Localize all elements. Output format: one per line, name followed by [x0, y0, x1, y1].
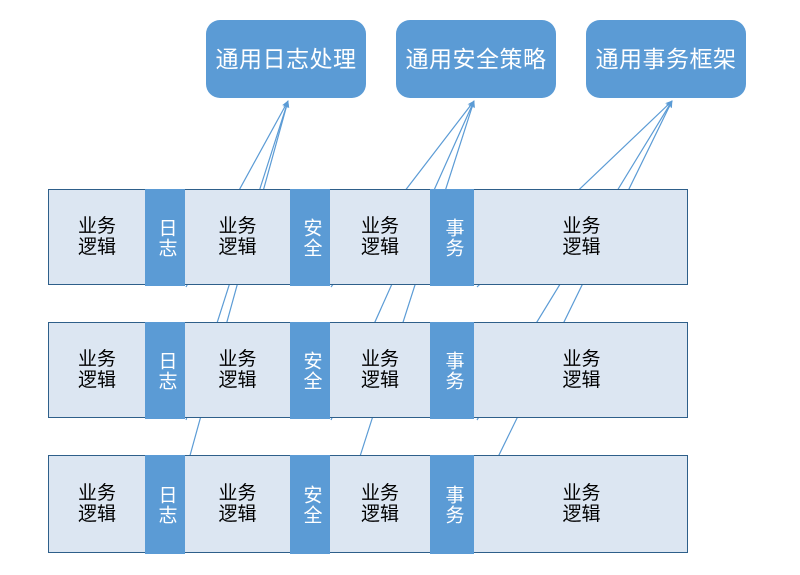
service-layer-row-2[interactable]: 业务 逻辑日志业务 逻辑安全业务 逻辑事务业务 逻辑: [48, 322, 688, 419]
concern-block-security-3[interactable]: 安全: [290, 455, 330, 554]
concern-block-transaction-1[interactable]: 事务: [430, 189, 474, 286]
connector-lines: [185, 100, 673, 501]
concern-block-logging-3[interactable]: 日志: [145, 455, 185, 554]
business-logic-block: 业务 逻辑: [360, 348, 399, 391]
concern-block-transaction-2[interactable]: 事务: [430, 322, 474, 419]
business-logic-block: 业务 逻辑: [218, 348, 257, 391]
business-logic-block: 业务 逻辑: [562, 482, 601, 525]
concern-block-logging-2[interactable]: 日志: [145, 322, 185, 419]
concern-block-transaction-3[interactable]: 事务: [430, 455, 474, 554]
business-logic-block: 业务 逻辑: [77, 348, 116, 391]
aspect-box-label: 通用安全策略: [405, 45, 547, 72]
business-logic-block: 业务 逻辑: [218, 482, 257, 525]
aspect-box-label: 通用事务框架: [595, 45, 737, 72]
aspect-box-transaction[interactable]: 通用事务框架: [586, 20, 746, 98]
aspect-box-logging[interactable]: 通用日志处理: [206, 20, 366, 98]
business-logic-block: 业务 逻辑: [77, 215, 116, 258]
concern-block-security-1[interactable]: 安全: [290, 189, 330, 286]
business-logic-block: 业务 逻辑: [562, 215, 601, 258]
service-layer-row-3[interactable]: 业务 逻辑日志业务 逻辑安全业务 逻辑事务业务 逻辑: [48, 455, 688, 554]
connector-conn-txn-3: [476, 100, 673, 501]
business-logic-block: 业务 逻辑: [360, 215, 399, 258]
business-logic-block: 业务 逻辑: [218, 215, 257, 258]
aspect-box-label: 通用日志处理: [215, 45, 357, 72]
aspect-box-security[interactable]: 通用安全策略: [396, 20, 556, 98]
business-logic-block: 业务 逻辑: [77, 482, 116, 525]
concern-block-logging-1[interactable]: 日志: [145, 189, 185, 286]
business-logic-block: 业务 逻辑: [562, 348, 601, 391]
service-layer-row-1[interactable]: 业务 逻辑日志业务 逻辑安全业务 逻辑事务业务 逻辑: [48, 189, 688, 286]
concern-block-security-2[interactable]: 安全: [290, 322, 330, 419]
connector-conn-sec-3: [345, 100, 475, 501]
business-logic-block: 业务 逻辑: [360, 482, 399, 525]
